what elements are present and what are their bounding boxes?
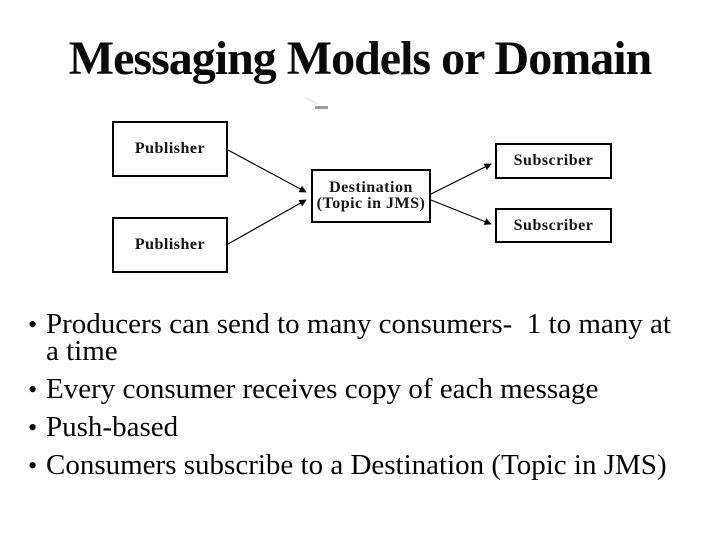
subscriber-bottom-label: Subscriber [513, 216, 594, 234]
bullet-marker: • [28, 451, 38, 480]
bullet-text: Every consumer receives copy of each mes… [46, 373, 599, 405]
bullet-item-push-based: • Push-based [28, 411, 690, 443]
slide-title: Messaging Models or Domain [68, 32, 652, 85]
publisher-top-label: Publisher [134, 140, 206, 157]
arrow-destination-to-subscriber-top [430, 163, 492, 195]
publisher-top-box: Publisher [112, 121, 228, 177]
bullet-item-producers: • Producers can send to many consumers- … [28, 308, 690, 367]
bullet-marker: • [28, 413, 38, 442]
bullet-text: Push-based [46, 411, 179, 443]
bullet-text: Producers can send to many consumers- 1 … [46, 308, 671, 367]
bullet-list: • Producers can send to many consumers- … [28, 308, 690, 481]
bullet-marker: • [28, 375, 38, 404]
artifact-tick-line [304, 96, 318, 105]
destination-label-line1: Destination [329, 179, 413, 196]
subscriber-top-box: Subscriber [495, 143, 612, 179]
bullet-item-every-consumer: • Every consumer receives copy of each m… [28, 373, 690, 405]
arrow-publisher-top-to-destination [227, 149, 307, 193]
destination-box: Destination (Topic in JMS) [311, 169, 431, 223]
bullet-text: Consumers subscribe to a Destination (To… [46, 449, 667, 481]
subscriber-bottom-box: Subscriber [495, 208, 612, 243]
arrow-publisher-bottom-to-destination [227, 199, 307, 245]
subscriber-top-label: Subscriber [513, 152, 594, 169]
destination-label: Destination (Topic in JMS) [317, 180, 426, 212]
publisher-bottom-label: Publisher [134, 236, 206, 253]
publisher-bottom-box: Publisher [112, 217, 228, 273]
artifact-dash [315, 106, 328, 109]
destination-label-line2: (Topic in JMS) [316, 195, 426, 212]
arrow-destination-to-subscriber-bottom [430, 199, 492, 225]
bullet-marker: • [28, 310, 38, 339]
bullet-item-consumers-subscribe: • Consumers subscribe to a Destination (… [28, 449, 690, 481]
